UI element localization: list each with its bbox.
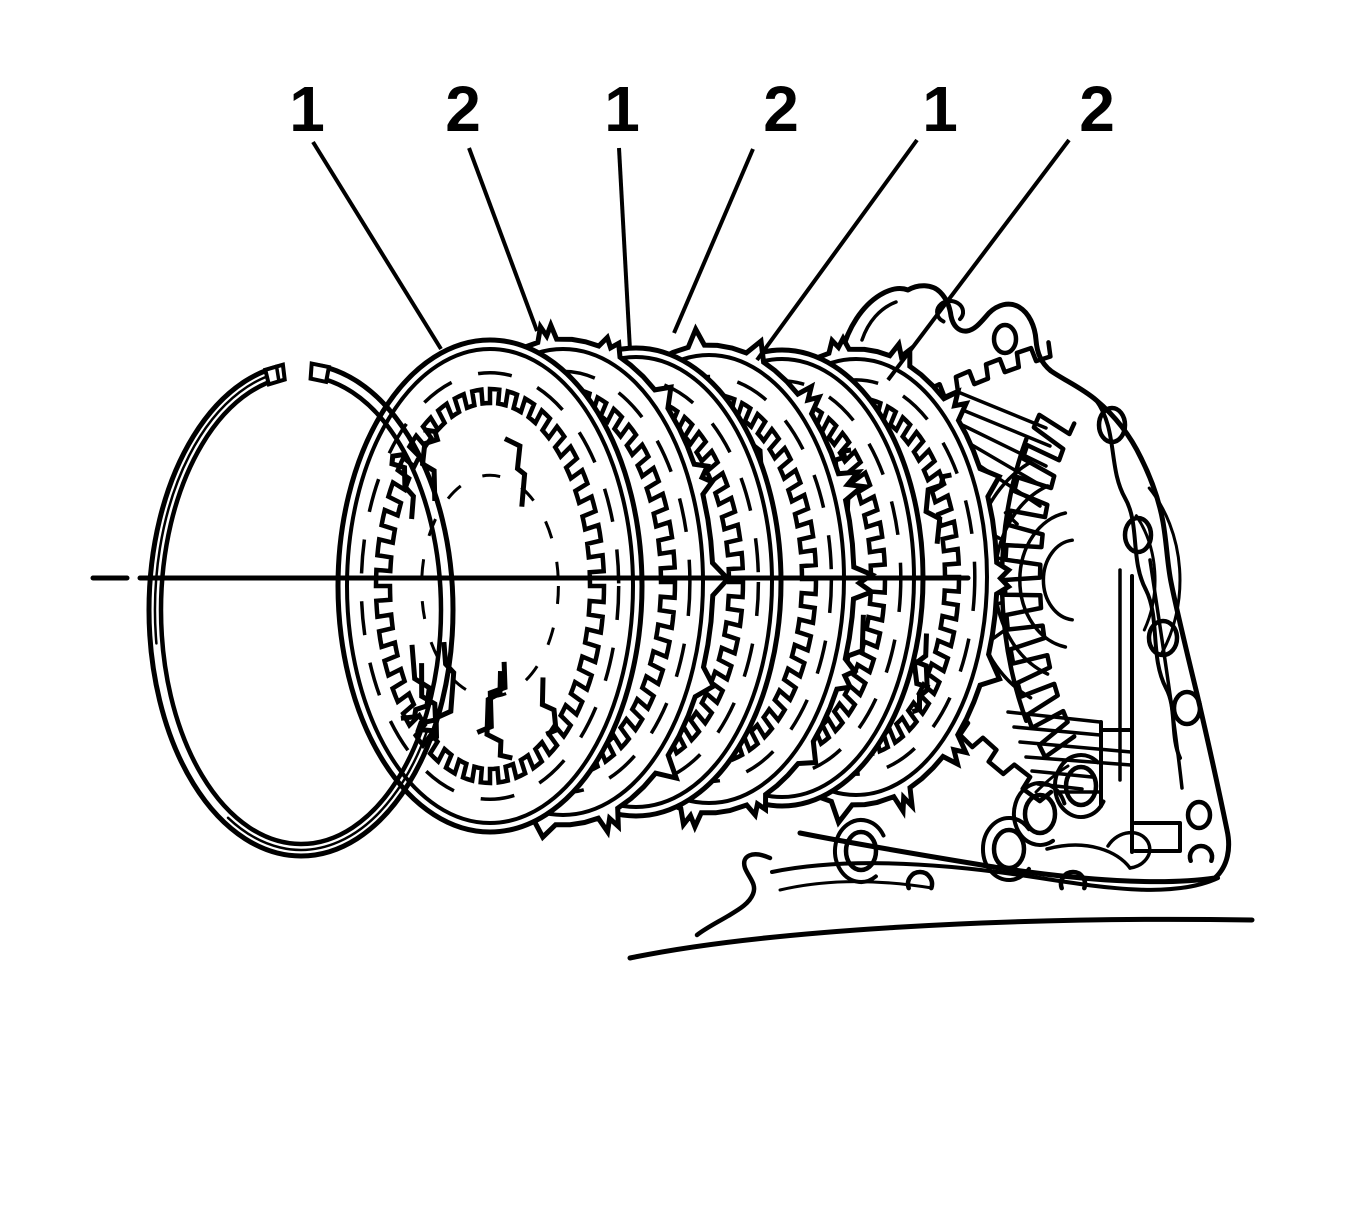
callouts: 1 2 1 2 1 2 <box>289 73 1115 382</box>
callout-label: 1 <box>289 73 325 145</box>
snap-ring <box>146 352 456 859</box>
callout-label: 2 <box>1079 73 1115 145</box>
callout-label: 2 <box>445 73 481 145</box>
leader-line <box>672 148 755 334</box>
leader-line <box>617 147 632 351</box>
leader-line <box>755 138 919 362</box>
callout-label: 1 <box>604 73 640 145</box>
callout-label: 2 <box>763 73 799 145</box>
callout-label: 1 <box>922 73 958 145</box>
leader-line <box>311 140 443 351</box>
leader-line <box>886 138 1071 382</box>
leader-line <box>467 147 539 332</box>
clutch-plate-flat <box>335 337 645 835</box>
